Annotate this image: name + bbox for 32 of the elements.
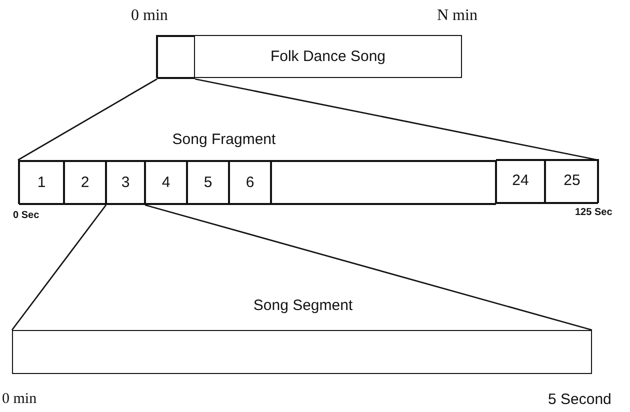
- zoom-line: [194, 78, 598, 161]
- cell-label: 1: [36, 174, 47, 191]
- zoom-line: [18, 78, 158, 161]
- cell-label: Folk Dance Song: [269, 48, 387, 64]
- zoom-line: [144, 204, 592, 331]
- segment-cell: [64, 161, 106, 205]
- segment-cell: [229, 161, 271, 205]
- cell-label: 3: [120, 174, 131, 191]
- segment-cell: [545, 159, 599, 203]
- timeline-bar: [156, 35, 462, 78]
- time-label: 5 Second: [548, 391, 612, 408]
- segment-cell: [145, 161, 187, 205]
- cell-label: 2: [80, 174, 90, 191]
- segment-cell: [271, 161, 496, 205]
- segment-cell: [106, 161, 145, 205]
- cell-label: 4: [160, 174, 172, 191]
- segment-cell: [19, 161, 64, 205]
- cell-label: 24: [511, 172, 530, 189]
- cell-label: 6: [244, 174, 256, 191]
- cell-label: 25: [562, 172, 582, 189]
- bar-heading: Song Segment: [252, 297, 354, 314]
- zoom-line: [11, 204, 107, 330]
- cell-label: 5: [202, 174, 214, 191]
- time-label: 0 min: [2, 391, 37, 408]
- time-label: 125 Sec: [575, 207, 612, 218]
- time-label: 0 Sec: [13, 210, 40, 221]
- bar-heading: Song Fragment: [171, 131, 277, 148]
- time-label: N min: [437, 7, 478, 25]
- segment-cell: [187, 161, 229, 205]
- segment-cell: [496, 159, 545, 203]
- segment-cell: [157, 36, 195, 79]
- time-label: 0 min: [131, 7, 168, 25]
